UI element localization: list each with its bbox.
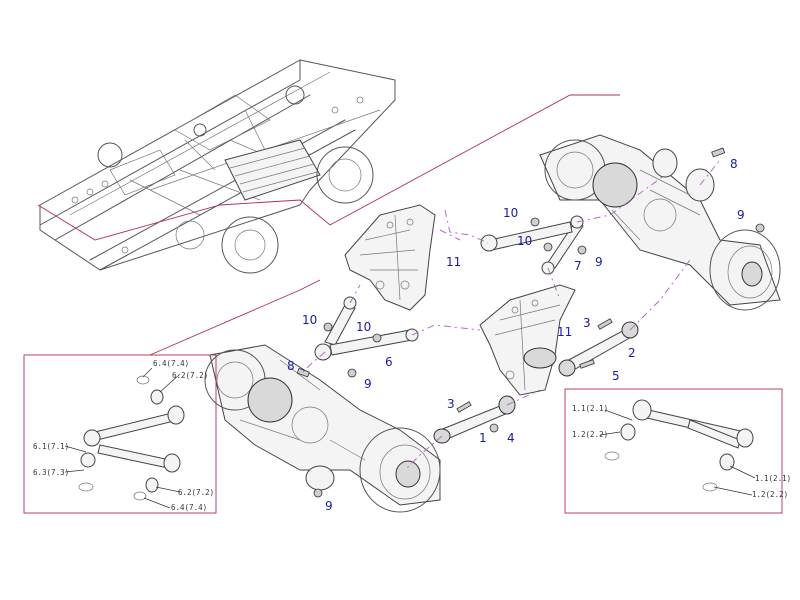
detail-box-left: [23, 279, 321, 514]
callout-10-front-upper: 10: [302, 313, 317, 327]
callout-9-bottom: 9: [325, 499, 333, 513]
detail-right-labels: 1.1(2.1) 1.2(2.2) 1.1(2.1) 1.2(2.2): [572, 404, 791, 499]
v-rod-6: [314, 296, 419, 361]
label-6-4-top: 6.4(7.4): [153, 359, 189, 368]
callout-3-upper: 3: [583, 316, 591, 330]
front-axle: [204, 344, 441, 513]
callout-5: 5: [612, 369, 620, 383]
callout-9-front: 9: [364, 377, 372, 391]
callout-7: 7: [574, 259, 582, 273]
label-6-2-bottom: 6.2(7.2): [178, 488, 214, 497]
label-6-4-bottom: 6.4(7.4): [171, 503, 207, 512]
callout-8-front: 8: [287, 359, 295, 373]
chassis-overview: [39, 59, 396, 274]
callout-9-rear: 9: [737, 208, 745, 222]
label-1-1-bottom: 1.1(2.1): [755, 474, 791, 483]
callout-11-lower: 11: [557, 325, 572, 339]
callout-6: 6: [385, 355, 393, 369]
callout-9-rod7: 9: [595, 255, 603, 269]
overview-callout-line: [37, 94, 620, 241]
detail-left-labels: 6.4(7.4) 6.2(7.2) 6.1(7.1) 6.3(7.3) 6.2(…: [33, 359, 214, 512]
label-6-2-top: 6.2(7.2): [172, 371, 208, 380]
label-6-1: 6.1(7.1): [33, 442, 69, 451]
center-lines: [302, 159, 721, 471]
callout-8-rear: 8: [730, 157, 738, 171]
detail-box-right: [564, 388, 783, 514]
bracket-upper: [344, 204, 436, 311]
callout-10-rear-lower: 10: [517, 234, 532, 248]
label-1-2-top: 1.2(2.2): [572, 430, 608, 439]
bracket-lower: [479, 284, 576, 396]
callout-4: 4: [507, 431, 515, 445]
callout-1: 1: [479, 431, 487, 445]
callout-10-front-lower: 10: [356, 320, 371, 334]
v-rod-7: [480, 215, 584, 275]
callout-10-rear-upper: 10: [503, 206, 518, 220]
callout-3-lower: 3: [447, 397, 455, 411]
callout-2: 2: [628, 346, 636, 360]
callout-numbers: 8 9 10 10 7 9 11 10 10 11 3 2 6 8 9 5 3 …: [287, 157, 745, 513]
callout-11-upper: 11: [446, 255, 461, 269]
fasteners: [296, 147, 765, 498]
label-6-3: 6.3(7.3): [33, 468, 69, 477]
label-1-2-bottom: 1.2(2.2): [752, 490, 788, 499]
label-1-1-top: 1.1(2.1): [572, 404, 608, 413]
